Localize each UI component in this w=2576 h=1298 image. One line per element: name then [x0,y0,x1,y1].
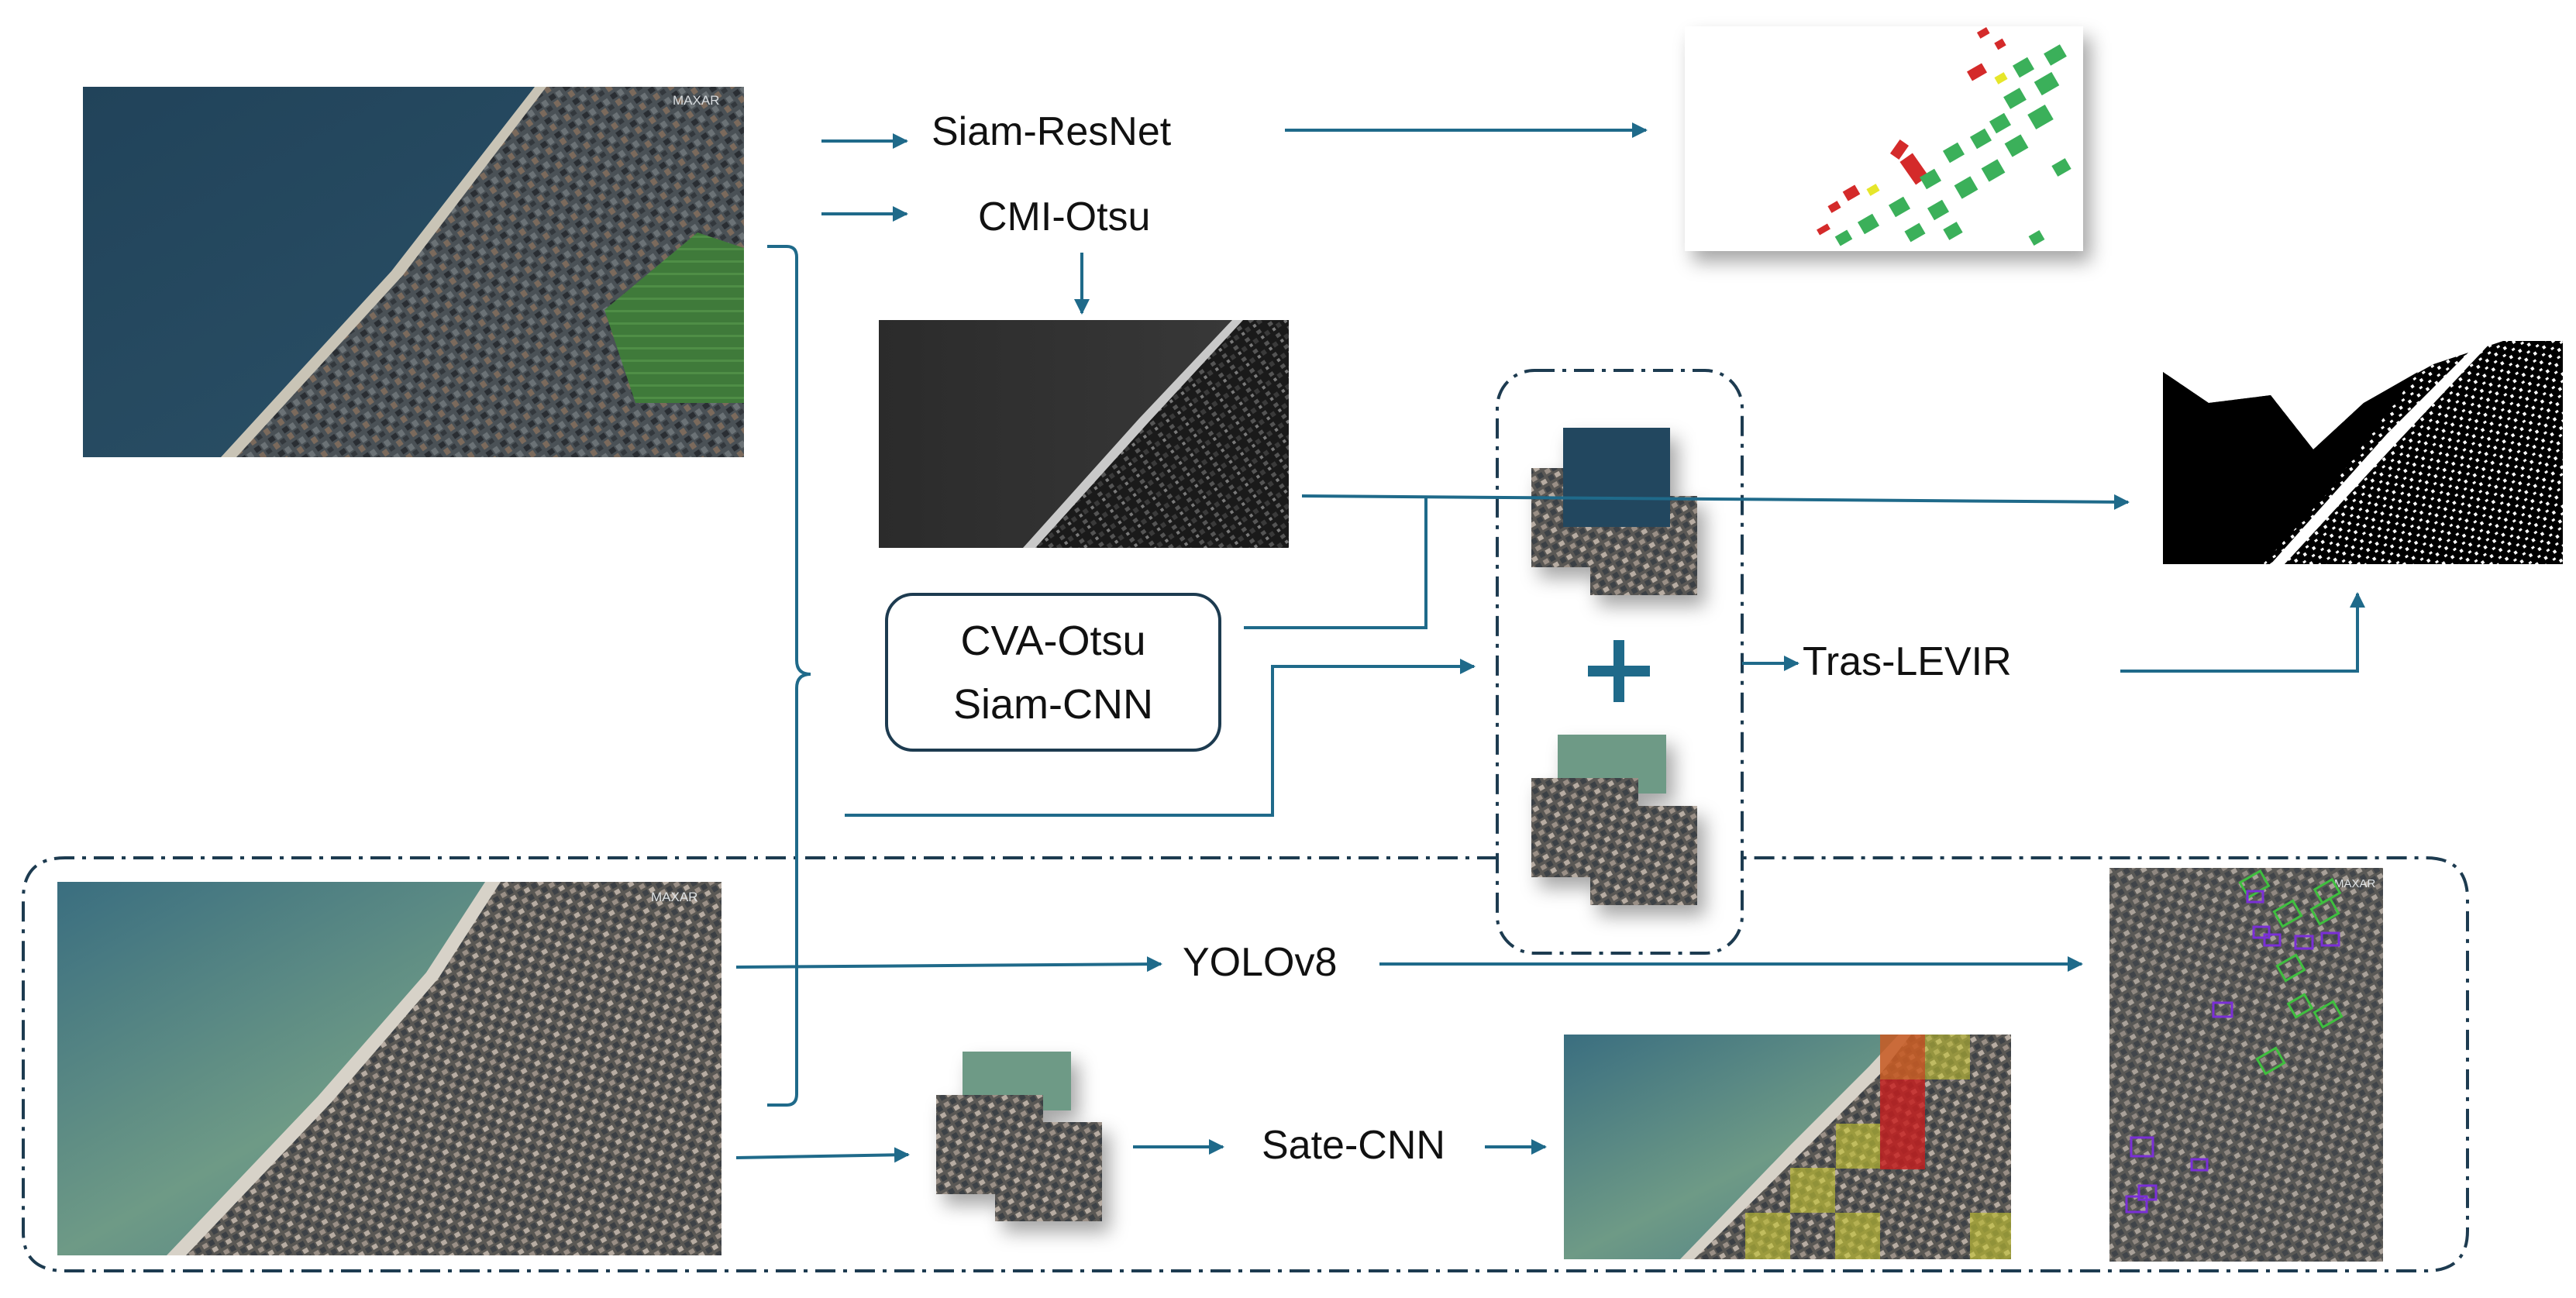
cva-siam-cnn-box: CVA-Otsu Siam-CNN [885,593,1221,752]
sate-cnn-output [1564,1035,2011,1259]
siam-cnn-label: Siam-CNN [952,680,1153,728]
tras-levir-output [2163,341,2563,564]
input-image-top: MAXAR [83,87,744,457]
lower-patch-stack [1531,735,1697,905]
cmi-otsu-change-map [879,320,1289,548]
siam-resnet-buildings [1817,27,2071,246]
sate-cnn-label: Sate-CNN [1262,1123,1445,1168]
maxar-watermark-yolo: MAXAR [2334,877,2376,890]
cva-otsu-label: CVA-Otsu [960,617,1146,664]
tras-levir-label: Tras-LEVIR [1803,639,2012,684]
upper-patch-stack [1531,428,1697,595]
siam-resnet-label: Siam-ResNet [932,109,1172,154]
cmi-otsu-label: CMI-Otsu [978,195,1151,239]
yolov8-output: MAXAR [2109,868,2383,1262]
maxar-watermark-bottom: MAXAR [651,890,697,904]
plus-icon [1588,640,1650,702]
bottom-frame [22,856,2469,1272]
maxar-watermark-top: MAXAR [673,93,719,108]
sate-cnn-patch-stack [936,1052,1102,1221]
input-image-bottom: MAXAR [57,882,721,1255]
yolov8-detections [2125,869,2344,1214]
connectors [735,122,2365,1163]
yolov8-label: YOLOv8 [1183,940,1338,985]
